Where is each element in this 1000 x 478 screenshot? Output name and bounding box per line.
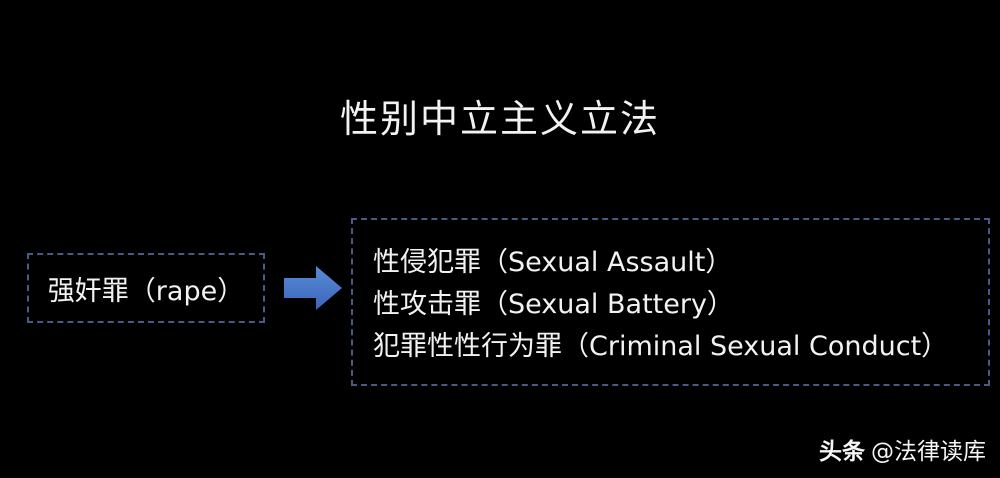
watermark: 头条@法律读库 bbox=[819, 432, 986, 466]
source-crime-label: 强奸罪（rape） bbox=[47, 275, 245, 307]
source-crime-box: 强奸罪（rape） bbox=[27, 253, 265, 323]
target-crime-item: 犯罪性性行为罪（Criminal Sexual Conduct） bbox=[373, 331, 949, 362]
watermark-handle: @法律读库 bbox=[871, 439, 986, 465]
target-crimes-box: 性侵犯罪（Sexual Assault） 性攻击罪（Sexual Battery… bbox=[351, 218, 990, 386]
arrow-right-icon bbox=[284, 266, 342, 310]
target-crime-item: 性攻击罪（Sexual Battery） bbox=[373, 289, 734, 320]
target-crime-item: 性侵犯罪（Sexual Assault） bbox=[373, 247, 733, 278]
watermark-brand: 头条 bbox=[819, 439, 865, 465]
diagram-title: 性别中立主义立法 bbox=[339, 97, 660, 141]
